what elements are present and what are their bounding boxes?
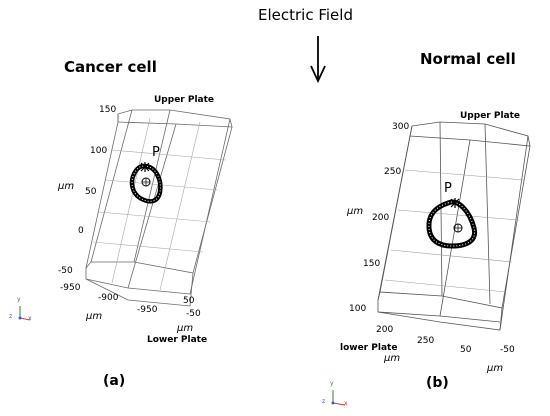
panel-a-z-unit: µm: [177, 323, 194, 334]
panel-b-x-tick: 250: [417, 336, 435, 346]
electric-field-label: Electric Field: [258, 6, 353, 24]
panel-a-y-unit: µm: [58, 181, 75, 192]
panel-b-x-tick: 200: [376, 325, 394, 335]
panel-a-y-tick: 100: [90, 146, 108, 156]
panel-a-title: Cancer cell: [64, 58, 157, 76]
panel-a-y-tick: 0: [78, 226, 84, 236]
panel-a-upper-plate: Upper Plate: [154, 95, 215, 105]
panel-b-triad-x: x: [344, 400, 348, 407]
panel-a-y-tick: 50: [85, 187, 97, 197]
panel-b-triad-y: y: [330, 380, 334, 387]
panel-a-x-unit: µm: [86, 311, 103, 322]
panel-b-label: (b): [426, 375, 449, 391]
panel-b-y-unit: µm: [347, 206, 364, 217]
panel-b-lower-plate: lower Plate: [340, 343, 398, 353]
axis-triad-b: [331, 390, 346, 406]
panel-b-y-tick: 250: [384, 167, 402, 177]
panel-b-upper-plate: Upper Plate: [460, 111, 521, 121]
simulation-box-a: [85, 109, 233, 307]
panel-b-y-tick: 150: [363, 259, 381, 269]
panel-a-triad-y: y: [17, 296, 21, 303]
panel-a-triad-x: x: [28, 315, 32, 322]
panel-a-x-tick: -950: [137, 305, 158, 315]
electric-field-arrow: [310, 36, 326, 84]
panel-b-z-unit: µm: [487, 363, 504, 374]
panel-b-title: Normal cell: [420, 50, 516, 68]
panel-a-label: (a): [103, 373, 126, 389]
panel-b-x-unit: µm: [384, 353, 401, 364]
axis-triad-a: [18, 306, 31, 321]
panel-a-x-tick: 50: [183, 296, 195, 306]
panel-a-y-tick: -50: [58, 266, 73, 276]
panel-b-x-tick: 50: [460, 345, 472, 355]
panel-a-lower-plate: Lower Plate: [147, 335, 208, 345]
panel-b-x-tick: -50: [500, 345, 515, 355]
panel-b-y-tick: 200: [372, 213, 390, 223]
panel-b-y-tick: 300: [392, 122, 410, 132]
panel-b-point-label: P: [444, 181, 452, 196]
panel-a-x-tick: -50: [186, 309, 201, 319]
normal-cell-shape: [426, 198, 478, 249]
panel-a-y-tick: 150: [99, 105, 117, 115]
panel-b-triad-z: z: [322, 398, 326, 405]
panel-b-y-tick: 100: [349, 304, 367, 314]
panel-a-x-tick: -950: [60, 283, 81, 293]
cancer-cell-shape: [129, 162, 163, 204]
panel-a-point-label: P: [152, 145, 160, 160]
panel-a-triad-z: z: [9, 313, 13, 320]
panel-a-x-tick: -900: [98, 293, 119, 303]
simulation-box-b: [377, 121, 531, 331]
